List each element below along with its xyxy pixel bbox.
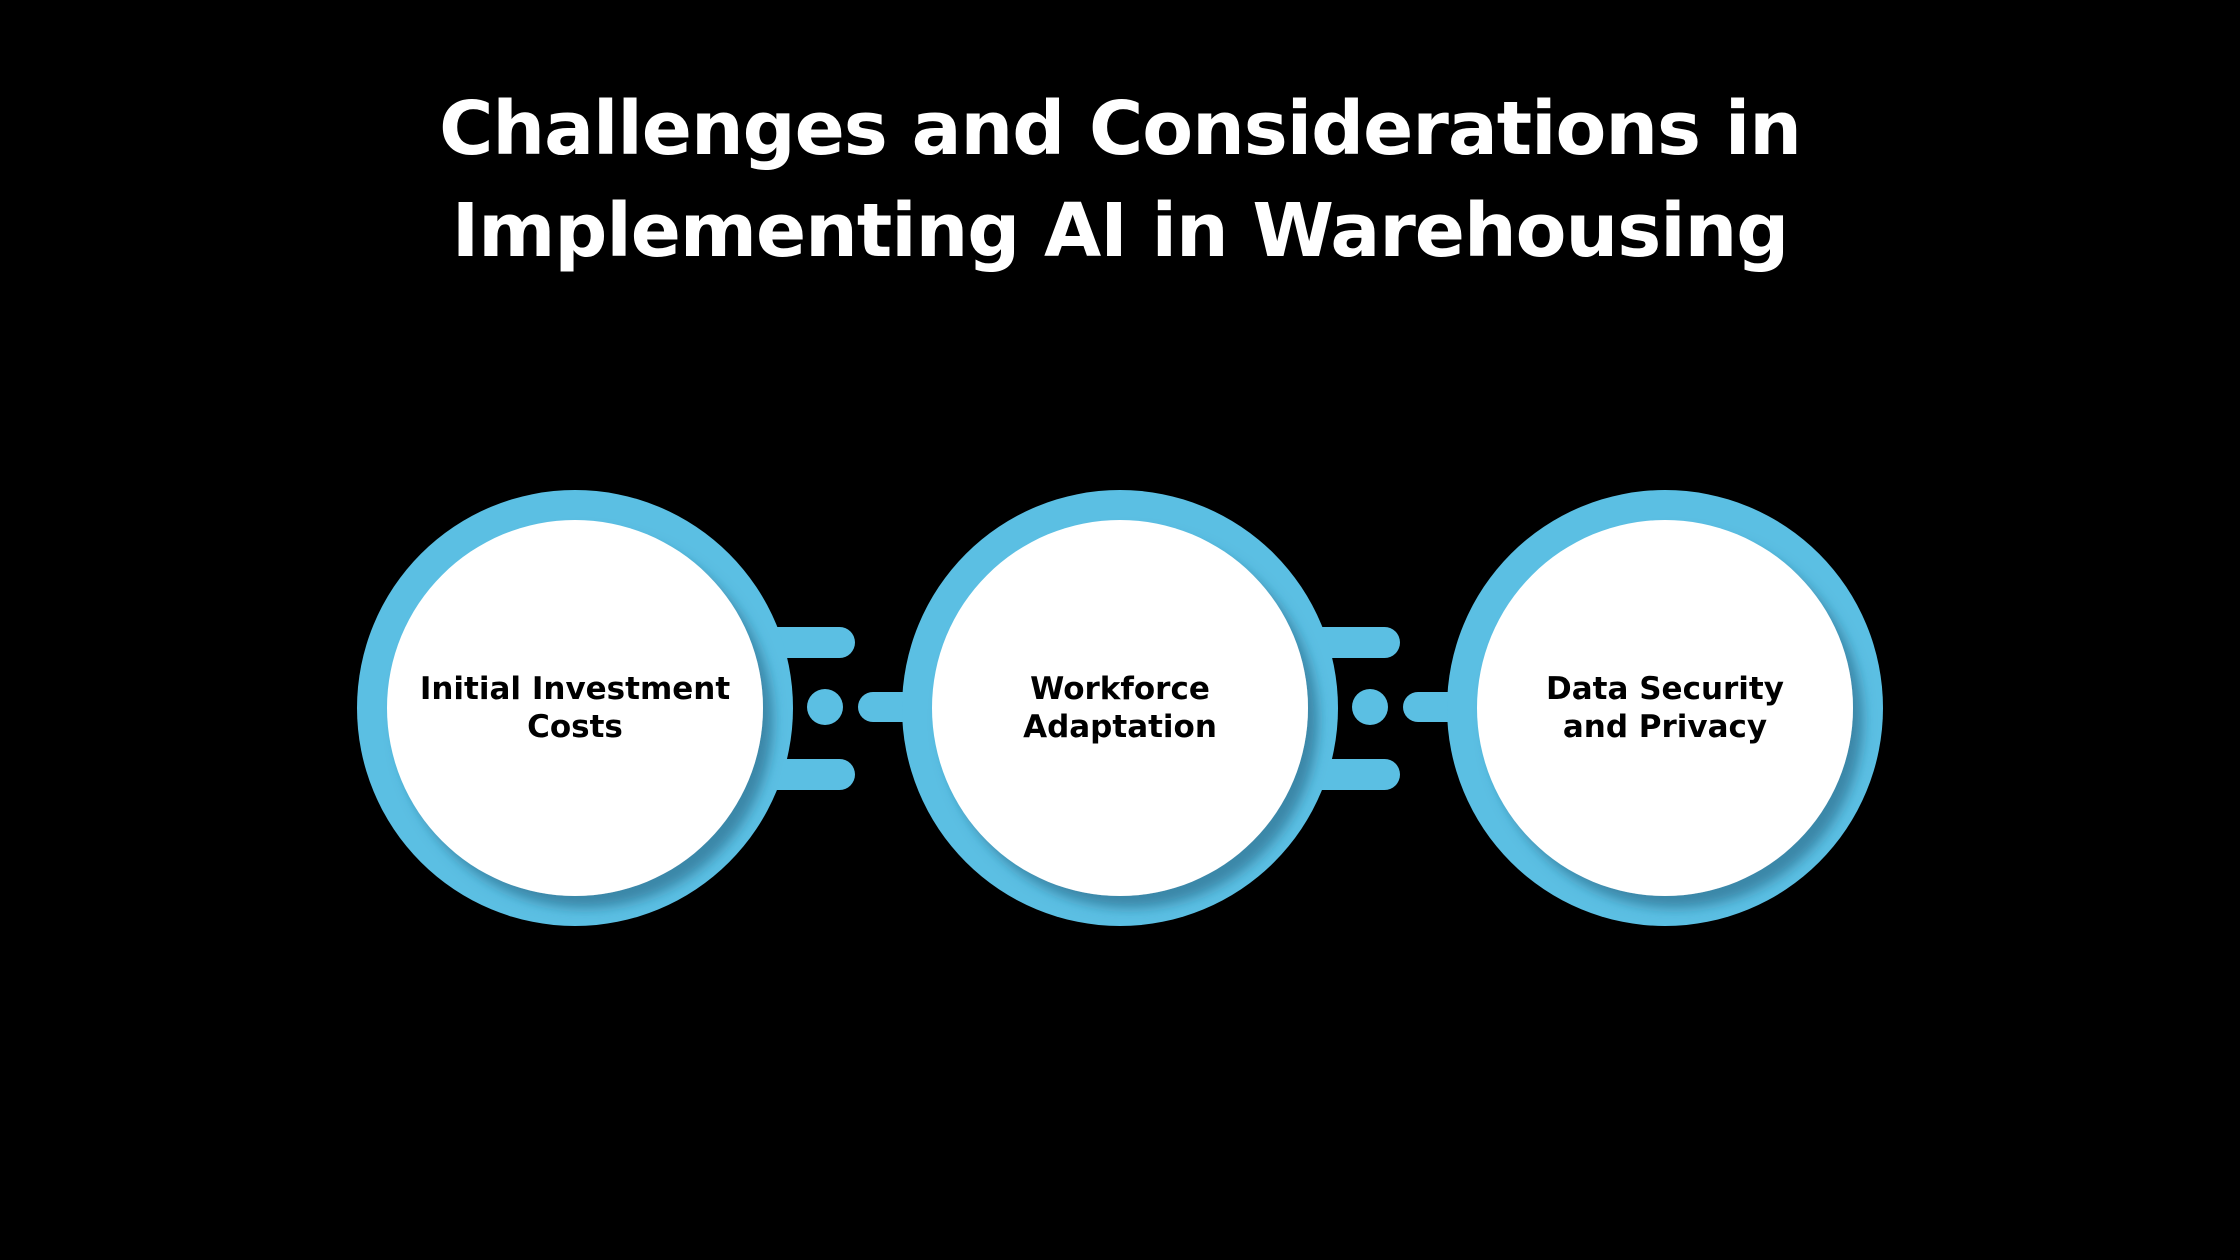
connector-2-dot	[1352, 689, 1388, 725]
diagram-title: Challenges and Considerations in Impleme…	[0, 78, 2240, 282]
node-1-label-line-2: Costs	[527, 709, 623, 745]
node-2	[902, 490, 1338, 926]
node-2-disc	[932, 520, 1308, 896]
node-3	[1447, 490, 1883, 926]
node-3-label: Data Security and Privacy	[1495, 670, 1835, 746]
node-3-disc	[1477, 520, 1853, 896]
node-3-label-line-2: and Privacy	[1562, 709, 1768, 745]
node-2-label-line-2: Adaptation	[1023, 709, 1217, 745]
title-line-1: Challenges and Considerations in	[439, 86, 1802, 172]
node-1-disc	[387, 520, 763, 896]
title-line-2: Implementing AI in Warehousing	[451, 188, 1790, 274]
node-1-label-line-1: Initial Investment	[419, 671, 731, 707]
connector-1-dot	[807, 689, 843, 725]
node-2-label: Workforce Adaptation	[950, 670, 1290, 746]
node-3-label-line-1: Data Security	[1546, 671, 1784, 707]
node-1-label: Initial Investment Costs	[405, 670, 745, 746]
node-2-label-line-1: Workforce	[1030, 671, 1210, 707]
node-1	[357, 490, 793, 926]
